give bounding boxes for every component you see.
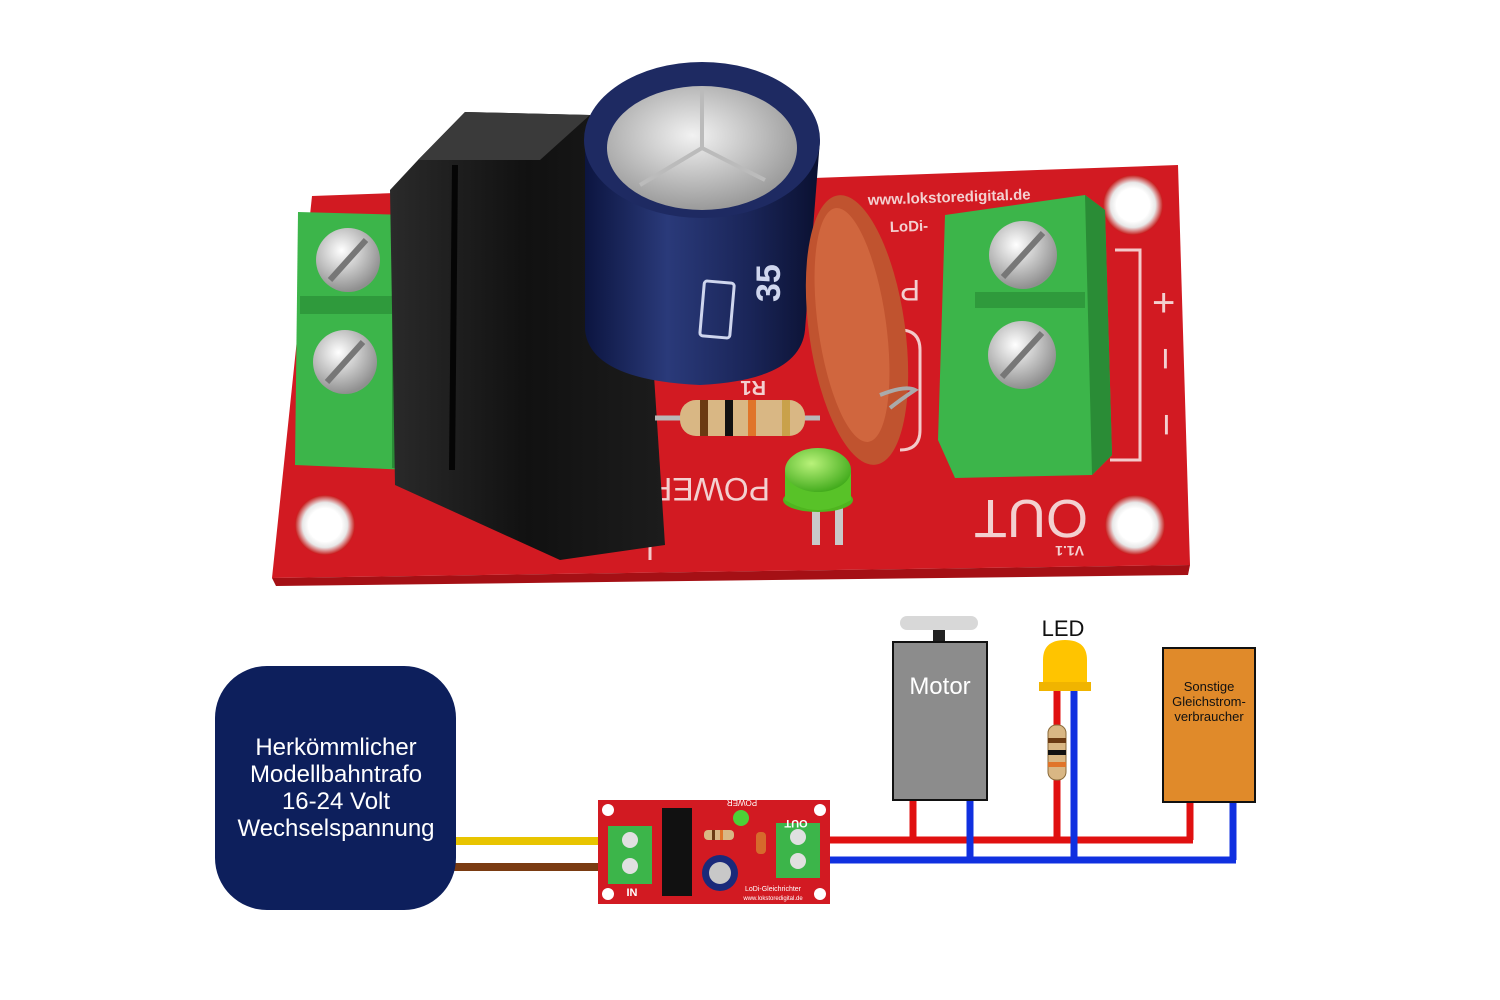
consumer-line-3: verbraucher [1174,709,1244,724]
silk-url: www.lokstoredigital.de [867,186,1031,209]
silk-line [899,328,922,452]
silk-version-label: V1.1 [1055,543,1084,559]
module-in-label: IN [627,887,638,899]
motor-body [892,641,988,801]
electrolytic-capacitor: 35 [584,62,820,385]
led-component: LED [1039,616,1091,781]
module-out-label: OUT [784,817,808,829]
module-led [733,810,749,826]
silk-power-label: POWER [649,471,770,507]
module-name-label: LoDi-Gleichrichter [745,886,802,893]
transformer-line-2: Modellbahntrafo [250,761,422,788]
motor-label: Motor [909,673,970,700]
dc-wire-negative [822,690,1237,864]
ptc-disc [805,195,919,465]
silk-out-label: OUT [974,488,1088,548]
power-led [783,448,853,545]
silk-minus-sign-lower: − [1144,413,1188,436]
module-bridge [662,808,692,896]
led-label: LED [1042,616,1085,641]
transformer-line-1: Herkömmlicher [255,734,416,761]
silk-plus-sign: + [1152,281,1175,325]
motor: Motor [892,616,988,801]
consumer-line-1: Sonstige [1184,679,1235,694]
dc-consumer: Sonstige Gleichstrom- verbraucher [1162,647,1256,803]
module-power-label: POWER [727,798,757,807]
led-dome [785,448,851,492]
rectifier-module: IN POWER OUT LoDi-Gleichrichter www.loks… [598,798,830,904]
transformer-line-3: 16-24 Volt [282,788,390,815]
board-photo: www.lokstoredigital.de LoDi- PT R1 POWER… [272,62,1190,586]
wiring-diagram: Herkömmlicher Modellbahntrafo 16-24 Volt… [215,616,1256,910]
silk-brand: LoDi- [890,218,929,236]
silk-line [1110,248,1142,462]
module-url-label: www.lokstoredigital.de [742,896,803,902]
silk-resistor-label: R1 [740,376,766,398]
dc-wire-positive [822,690,1194,844]
output-terminal [938,195,1112,478]
transformer-box: Herkömmlicher Modellbahntrafo 16-24 Volt… [215,666,456,910]
transformer-line-4: Wechselspannung [237,815,434,842]
silk-minus-sign: − [1143,347,1187,370]
pcb-edge [272,565,1190,586]
resistor [655,400,820,436]
consumer-line-2: Gleichstrom- [1172,694,1246,709]
consumer-box [1162,647,1256,803]
capacitor-marking: 35 [750,264,788,302]
